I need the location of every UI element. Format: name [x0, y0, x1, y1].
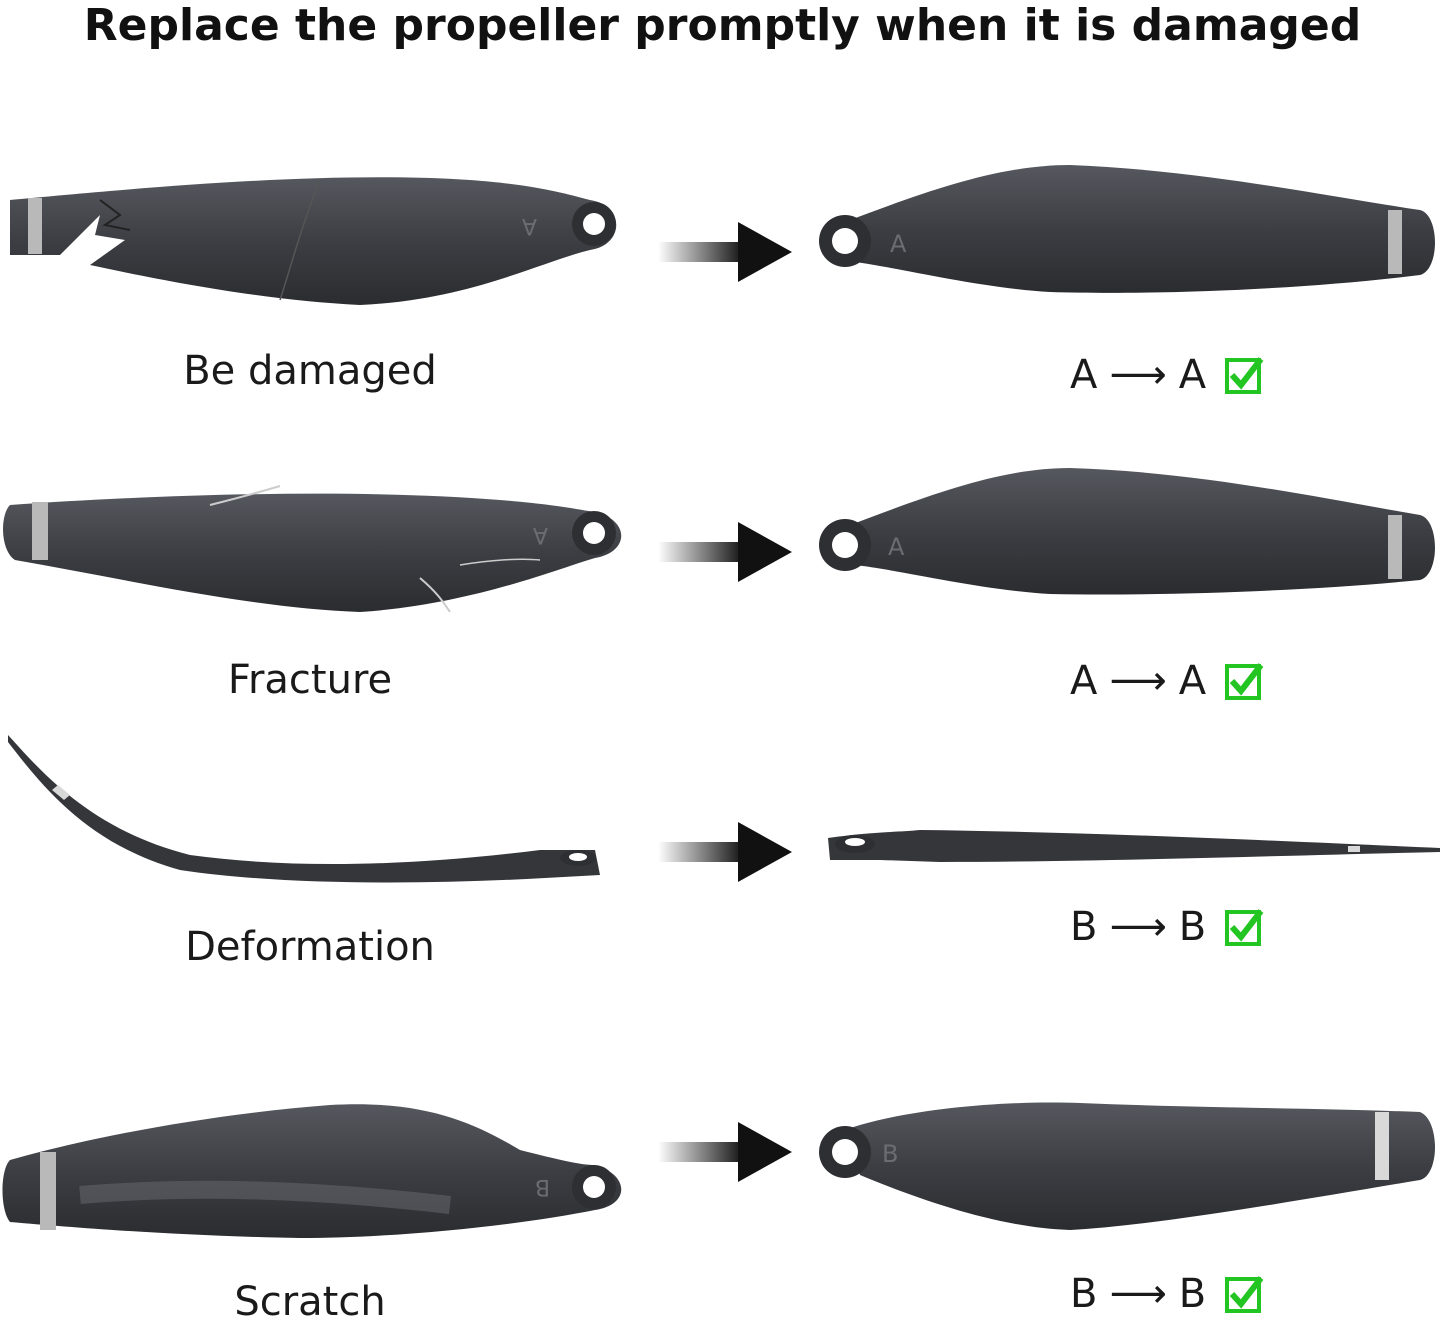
right-arrow-icon: ⟶: [1109, 904, 1167, 950]
row-label-fracture: Fracture: [227, 657, 393, 703]
blade-letter: A: [533, 522, 548, 547]
check-icon: [1225, 663, 1264, 700]
right-arrow-icon: ⟶: [1109, 352, 1167, 398]
arrow-icon: [658, 1122, 792, 1182]
blade-letter: A: [522, 213, 537, 238]
blade-letter: B: [535, 1174, 550, 1199]
new-propeller: [819, 468, 1435, 595]
row-label-scratch: Scratch: [234, 1279, 386, 1325]
flat-propeller: [828, 830, 1440, 862]
to-letter: B: [1178, 1271, 1207, 1317]
to-letter: B: [1178, 904, 1207, 950]
fractured-propeller: [3, 485, 622, 613]
deformed-propeller: [8, 735, 600, 883]
arrow-icon: [658, 822, 792, 882]
replacement-pair: B ⟶ B: [1070, 1271, 1264, 1317]
blade-letter: A: [888, 533, 905, 561]
row-label-deformation: Deformation: [185, 924, 435, 970]
new-propeller: [819, 165, 1435, 293]
arrow-icon: [658, 222, 792, 282]
new-propeller: [819, 1102, 1435, 1230]
right-arrow-icon: ⟶: [1109, 658, 1167, 704]
from-letter: B: [1070, 1271, 1098, 1317]
replacement-pair: A ⟶ A: [1070, 352, 1264, 398]
page-title: Replace the propeller promptly when it i…: [83, 0, 1362, 51]
to-letter: A: [1178, 352, 1207, 398]
scratched-propeller: [2, 1104, 622, 1238]
blade-letter: B: [882, 1140, 898, 1168]
from-letter: A: [1070, 352, 1098, 398]
blade-letter: A: [890, 230, 907, 258]
damaged-propeller: [10, 177, 617, 305]
from-letter: A: [1070, 658, 1098, 704]
arrow-icon: [658, 522, 792, 582]
from-letter: B: [1070, 904, 1098, 950]
right-arrow-icon: ⟶: [1109, 1271, 1167, 1317]
check-icon: [1225, 357, 1264, 394]
replacement-pair: B ⟶ B: [1070, 904, 1264, 950]
row-label-be-damaged: Be damaged: [183, 348, 437, 394]
replacement-pair: A ⟶ A: [1070, 658, 1264, 704]
check-icon: [1225, 909, 1264, 946]
to-letter: A: [1178, 658, 1207, 704]
check-icon: [1225, 1276, 1264, 1313]
